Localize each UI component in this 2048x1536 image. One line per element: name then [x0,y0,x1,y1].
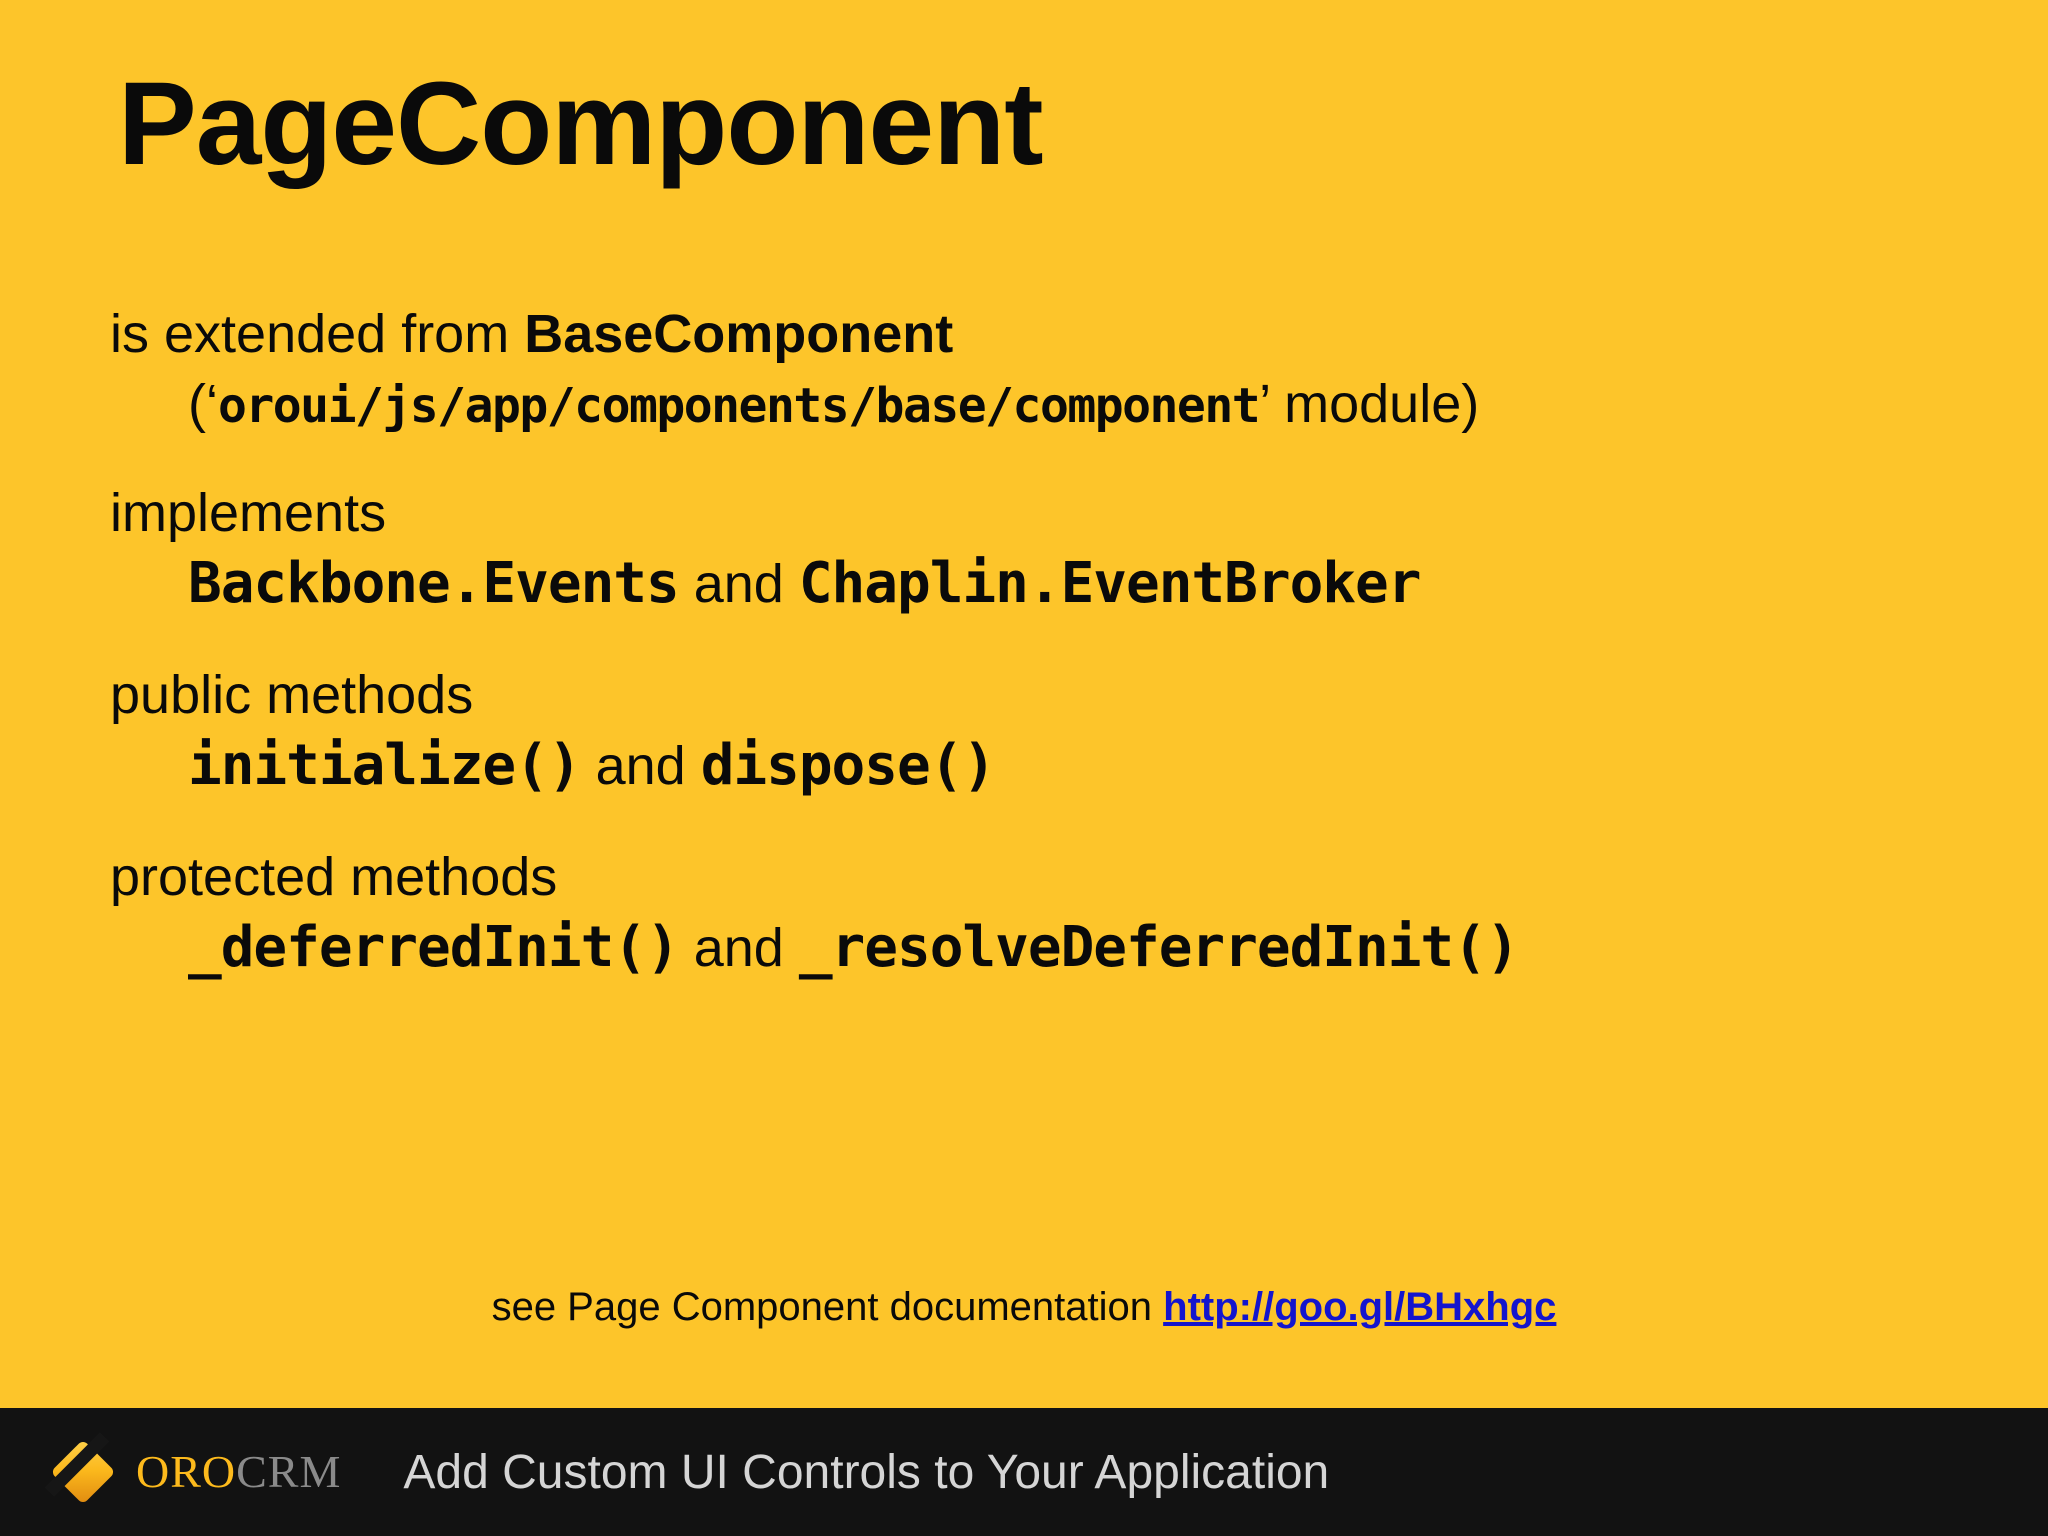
deck-title: Add Custom UI Controls to Your Applicati… [403,1445,1330,1499]
content-block-implements: implements Backbone.Events and Chaplin.E… [110,479,1970,621]
public-methods-conjunction: and [580,736,701,797]
logo-oro-text: ORO [136,1446,237,1497]
initialize-method-code: initialize() [188,733,582,799]
module-close-text: ’ module) [1259,374,1480,435]
public-methods-lead: public methods [110,661,1970,730]
orocrm-logo: OROCRM [44,1432,341,1505]
module-open-paren: (‘ [188,374,218,435]
implements-lead: implements [110,479,1970,548]
protected-methods-lead: protected methods [110,843,1970,912]
deferred-init-method-code: _deferredInit() [188,915,680,981]
chaplin-eventbroker-code: Chaplin.EventBroker [798,551,1422,617]
content-block-public-methods: public methods initialize() and dispose(… [110,661,1970,803]
public-methods-detail-line: initialize() and dispose() [110,730,1970,803]
dispose-method-code: dispose() [700,733,996,799]
orocrm-wordmark: OROCRM [136,1449,341,1495]
page-title: PageComponent [118,58,1043,190]
implements-detail-line: Backbone.Events and Chaplin.EventBroker [110,548,1970,621]
orocrm-diamond-icon [44,1432,116,1505]
content-block-extends: is extended from BaseComponent (‘oroui/j… [110,300,1970,439]
documentation-reference-text: see Page Component documentation [491,1285,1164,1329]
extends-lead: is extended from BaseComponent [110,300,1970,369]
documentation-reference: see Page Component documentation http://… [0,1285,2048,1330]
slide-content: is extended from BaseComponent (‘oroui/j… [110,300,1970,985]
extends-module-line: (‘oroui/js/app/components/base/component… [110,369,1970,439]
protected-methods-detail-line: _deferredInit() and _resolveDeferredInit… [110,912,1970,985]
documentation-link[interactable]: http://goo.gl/BHxhgc [1163,1285,1557,1329]
implements-conjunction: and [678,554,799,615]
protected-methods-label: protected methods [110,847,558,908]
public-methods-label: public methods [110,665,474,726]
footer-bar: OROCRM Add Custom UI Controls to Your Ap… [0,1408,2048,1536]
extends-lead-prefix: is extended from [110,304,525,364]
extends-base-component: BaseComponent [524,304,954,364]
implements-lead-label: implements [110,483,387,544]
protected-methods-conjunction: and [678,918,799,979]
logo-crm-text: CRM [236,1446,342,1497]
resolve-deferred-init-method-code: _resolveDeferredInit() [798,915,1520,981]
content-block-protected-methods: protected methods _deferredInit() and _r… [110,843,1970,985]
module-path-code: oroui/js/app/components/base/component [217,378,1261,435]
backbone-events-code: Backbone.Events [188,551,680,617]
